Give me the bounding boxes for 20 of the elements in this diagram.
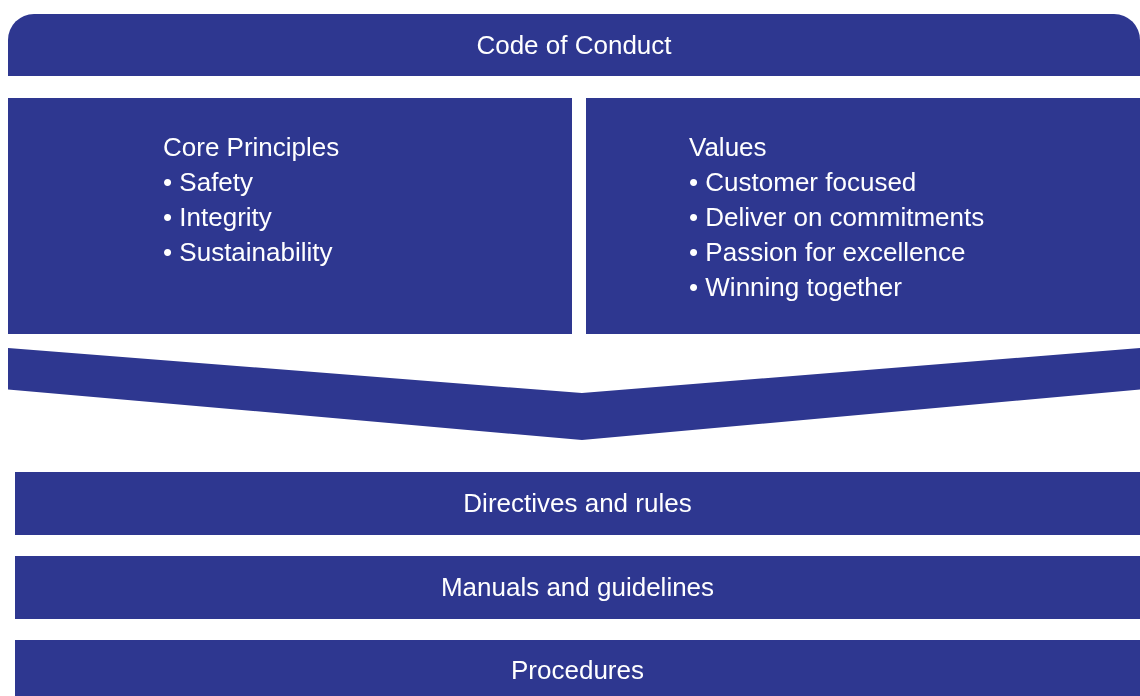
band-title: Directives and rules — [463, 488, 692, 519]
heading-band — [15, 556, 1140, 619]
bullet-item: • Deliver on commitments — [689, 201, 986, 234]
bullet-item: • Integrity — [163, 201, 273, 234]
band-title: Code of Conduct — [476, 29, 672, 61]
heading-band — [8, 14, 1140, 76]
content-panel — [586, 98, 1140, 334]
bullet-item: • Safety — [163, 166, 255, 199]
panel-heading: Values — [689, 131, 768, 164]
chevron-band — [8, 348, 1140, 440]
bullet-item: • Customer focused — [689, 166, 918, 199]
bullet-item: • Passion for excellence — [689, 236, 967, 269]
panel-heading: Core Principles — [163, 131, 341, 164]
bullet-item: • Sustainability — [163, 236, 334, 269]
content-panel — [8, 98, 572, 334]
heading-band — [15, 640, 1140, 696]
band-title: Procedures — [511, 654, 644, 686]
band-title: Manuals and guidelines — [440, 572, 715, 603]
bullet-item: • Winning together — [689, 271, 903, 304]
heading-band — [15, 472, 1140, 535]
